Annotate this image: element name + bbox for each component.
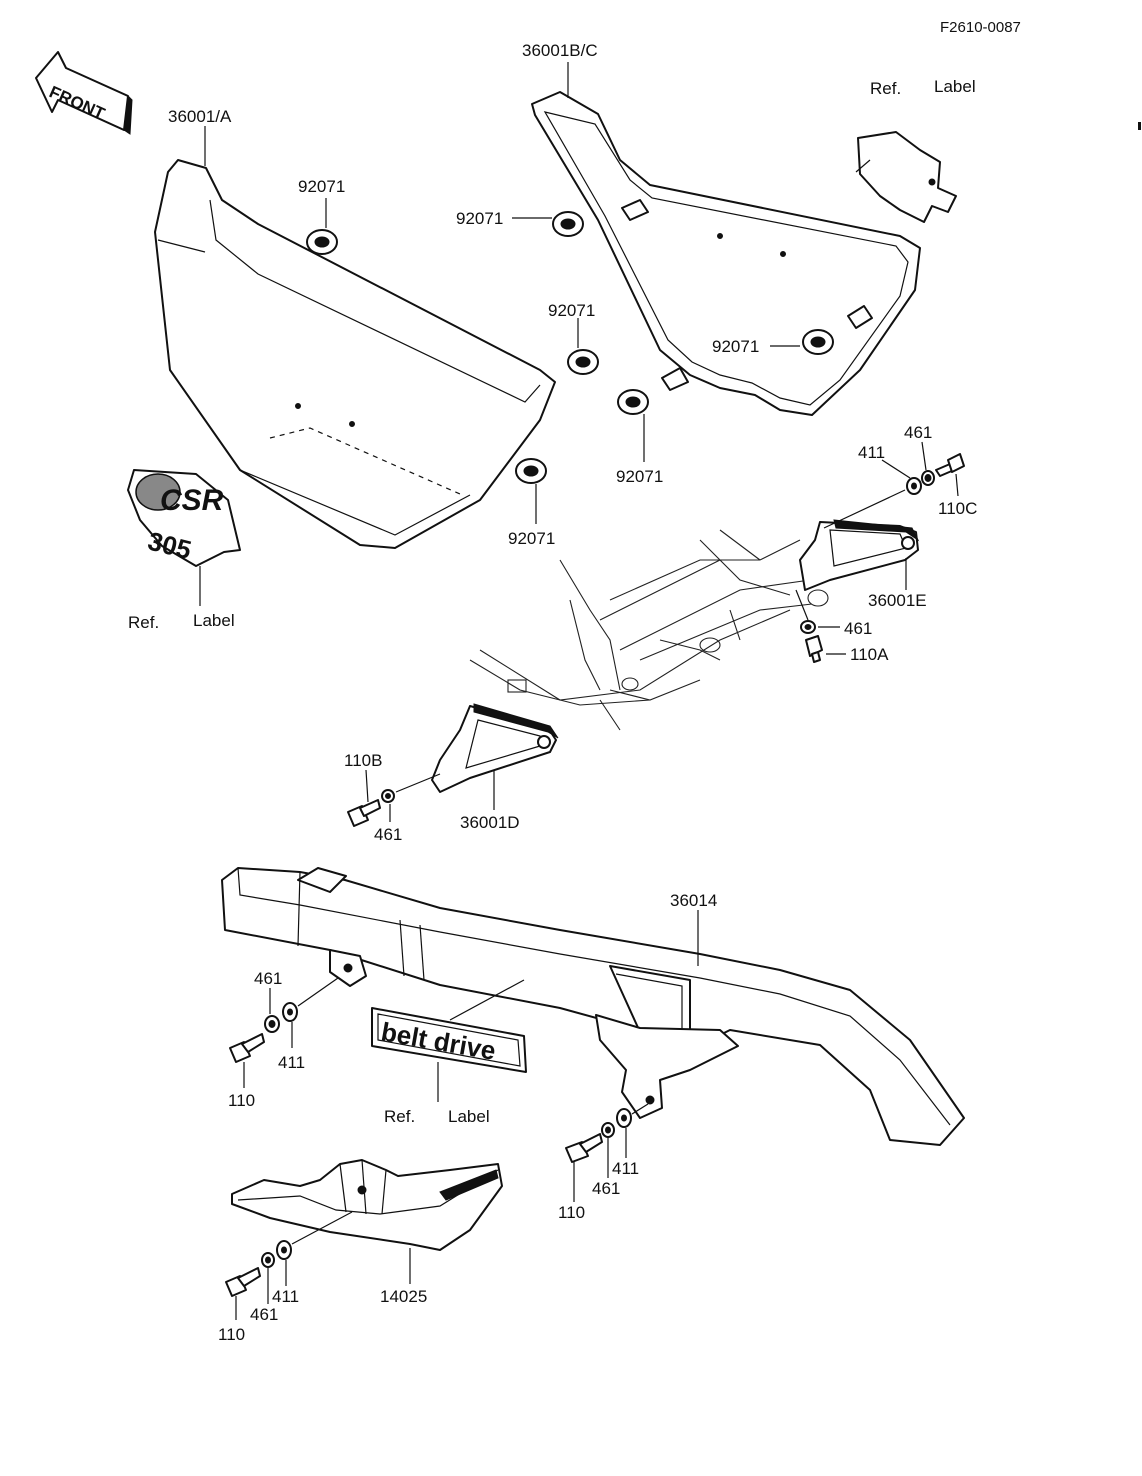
drawing-code: F2610-0087	[940, 19, 1021, 36]
leader-left-to-bracket	[395, 773, 441, 793]
ref-text-2: Ref.	[128, 613, 159, 632]
grommet-4	[802, 329, 834, 355]
label-grommet-2: 92071	[456, 209, 503, 228]
label-411-top: 411	[858, 443, 885, 462]
leader-washer-to-bracket	[823, 489, 906, 529]
label-14025: 14025	[380, 1287, 427, 1306]
bolt-110A	[805, 635, 823, 663]
label-grommet-1: 92071	[298, 177, 345, 196]
label-110A: 110A	[850, 645, 889, 664]
ref-text-3: Ref.	[384, 1107, 415, 1126]
csr-emblem-decal: CSR 305	[127, 469, 241, 567]
label-36001A: 36001/A	[168, 107, 232, 126]
lockwasher-461-mid	[800, 620, 816, 634]
washer-411-top	[906, 477, 922, 495]
label-411-guard: 411	[278, 1053, 305, 1072]
washer-411-right	[616, 1108, 632, 1128]
grommet-3	[567, 349, 599, 375]
bolt-110-right	[565, 1133, 603, 1163]
belt-drive-decal: belt drive	[371, 1007, 527, 1073]
ref-text-1: Ref.	[870, 79, 901, 98]
washer-411-guard	[282, 1002, 298, 1022]
bolt-110C	[935, 453, 965, 477]
label-461-guard: 461	[254, 969, 282, 988]
label-text-3: Label	[448, 1107, 490, 1126]
lower-guard-14025	[231, 1159, 503, 1251]
leader-461-top	[921, 441, 927, 471]
label-36001E: 36001E	[868, 591, 927, 610]
label-110-right: 110	[558, 1203, 585, 1222]
lockwasher-461-left	[381, 789, 395, 803]
leader-guard-fastener	[297, 977, 339, 1007]
grommet-6	[515, 458, 547, 484]
label-461-mid: 461	[844, 619, 872, 638]
leader-belt-to-guard	[449, 979, 525, 1021]
lockwasher-461-right	[601, 1122, 615, 1138]
scan-mark	[1138, 122, 1141, 130]
grommet-5	[617, 389, 649, 415]
left-side-cover	[154, 159, 556, 549]
leader-bottom-fastener	[291, 1211, 353, 1245]
label-36014: 36014	[670, 891, 717, 910]
label-grommet-6: 92071	[508, 529, 555, 548]
label-110-bottom: 110	[218, 1325, 245, 1344]
label-461-left: 461	[374, 825, 402, 844]
label-110B: 110B	[344, 751, 382, 770]
frame-sketch	[469, 529, 829, 731]
grommet-2	[552, 211, 584, 237]
label-grommet-5: 92071	[616, 467, 663, 486]
leader-110B	[365, 769, 369, 803]
lockwasher-461-guard	[264, 1015, 280, 1033]
washer-411-bottom	[276, 1240, 292, 1260]
leader-right-fastener	[631, 1103, 649, 1115]
label-461-bottom: 461	[250, 1305, 278, 1324]
label-grommet-3: 92071	[548, 301, 595, 320]
grommet-1	[306, 229, 338, 255]
label-decal-top-right	[855, 131, 957, 223]
label-grommet-4: 92071	[712, 337, 759, 356]
label-110-left: 110	[228, 1091, 255, 1110]
csr-emblem-top: CSR	[160, 484, 224, 517]
label-text-2: Label	[193, 611, 235, 630]
front-arrow-icon: FRONT	[35, 51, 133, 135]
label-411-right: 411	[612, 1159, 639, 1178]
label-36001BC: 36001B/C	[522, 41, 598, 60]
lockwasher-461-bottom	[261, 1252, 275, 1268]
label-411-bottom: 411	[272, 1287, 299, 1306]
chain-guard-36014	[221, 867, 965, 1146]
bolt-110B	[347, 799, 381, 827]
bolt-110-bottom	[225, 1267, 261, 1297]
leader-411-top	[881, 459, 911, 479]
leader-mid-to-bracket	[795, 589, 809, 621]
bolt-110-left	[229, 1033, 265, 1063]
bracket-36001D	[431, 703, 559, 793]
label-text-1: Label	[934, 77, 976, 96]
label-461-right: 461	[592, 1179, 620, 1198]
lockwasher-461-top	[921, 470, 935, 486]
label-461-top: 461	[904, 423, 932, 442]
label-36001D: 36001D	[460, 813, 520, 832]
bracket-36001E	[799, 519, 920, 591]
label-110C: 110C	[938, 499, 977, 518]
leader-110C	[955, 473, 959, 497]
